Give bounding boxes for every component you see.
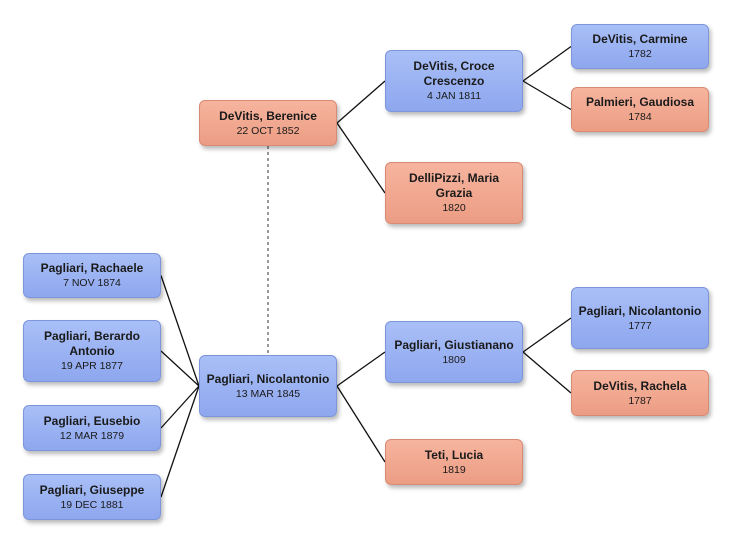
person-node-croce[interactable]: DeVitis, Croce Crescenzo 4 JAN 1811 (385, 50, 523, 112)
person-birth-date: 1819 (442, 463, 466, 476)
parent-link-croce-carmine (522, 45, 572, 82)
person-name: Pagliari, Giuseppe (39, 482, 145, 497)
parent-link-berardo-nicolantonio (160, 350, 200, 387)
parent-link-croce-gaudiosa (522, 80, 572, 111)
person-name: Palmieri, Gaudiosa (585, 95, 695, 109)
person-name: DeVitis, Rachela (593, 378, 687, 393)
parent-link-rachaele-nicolantonio (160, 275, 200, 387)
person-node-gaudiosa[interactable]: Palmieri, Gaudiosa 1784 (571, 87, 709, 132)
person-birth-date: 1820 (442, 202, 466, 214)
person-birth-date: 13 MAR 1845 (235, 387, 301, 400)
parent-link-giustianano-rachela (522, 351, 572, 394)
person-name: DeVitis, Berenice (219, 108, 317, 123)
parent-link-giustianano-nicolantonio_sr (522, 317, 572, 353)
person-name: Pagliari, Eusebio (43, 413, 141, 428)
person-birth-date: 22 OCT 1852 (236, 124, 300, 137)
person-name: Pagliari, Nicolantonio (578, 303, 702, 318)
person-birth-date: 1782 (628, 48, 652, 60)
person-node-carmine[interactable]: DeVitis, Carmine 1782 (571, 24, 709, 69)
person-birth-date: 19 DEC 1881 (60, 498, 124, 511)
person-birth-date: 1784 (628, 111, 652, 123)
person-name: Pagliari, Nicolantonio (206, 371, 330, 386)
person-birth-date: 1809 (442, 353, 466, 366)
person-name: DeVitis, Croce Crescenzo (413, 59, 495, 88)
person-birth-date: 7 NOV 1874 (63, 277, 121, 289)
person-birth-date: 12 MAR 1879 (59, 429, 125, 442)
person-node-berardo[interactable]: Pagliari, Berardo Antonio 19 APR 1877 (23, 320, 161, 382)
person-birth-date: 19 APR 1877 (61, 360, 123, 372)
person-name: Pagliari, Berardo Antonio (43, 329, 141, 358)
person-birth-date: 1787 (628, 394, 652, 407)
person-name: DeVitis, Carmine (592, 32, 688, 46)
person-name: Pagliari, Rachaele (40, 261, 144, 275)
person-birth-date: 1777 (628, 319, 652, 332)
parent-link-nicolantonio-giustianano (336, 351, 386, 387)
person-name: DelliPizzi, Maria Grazia (408, 171, 500, 200)
person-name: Teti, Lucia (424, 447, 484, 462)
person-name: Pagliari, Giustianano (394, 337, 514, 352)
person-node-mariagrazia[interactable]: DelliPizzi, Maria Grazia 1820 (385, 162, 523, 224)
person-birth-date: 4 JAN 1811 (426, 90, 482, 102)
parent-link-berenice-croce (336, 80, 386, 124)
parent-link-eusebio-nicolantonio (160, 385, 200, 429)
parent-link-berenice-mariagrazia (336, 122, 386, 194)
parent-link-giuseppe-nicolantonio (160, 385, 200, 498)
parent-link-nicolantonio-lucia (336, 385, 386, 463)
person-node-rachaele[interactable]: Pagliari, Rachaele 7 NOV 1874 (23, 253, 161, 298)
